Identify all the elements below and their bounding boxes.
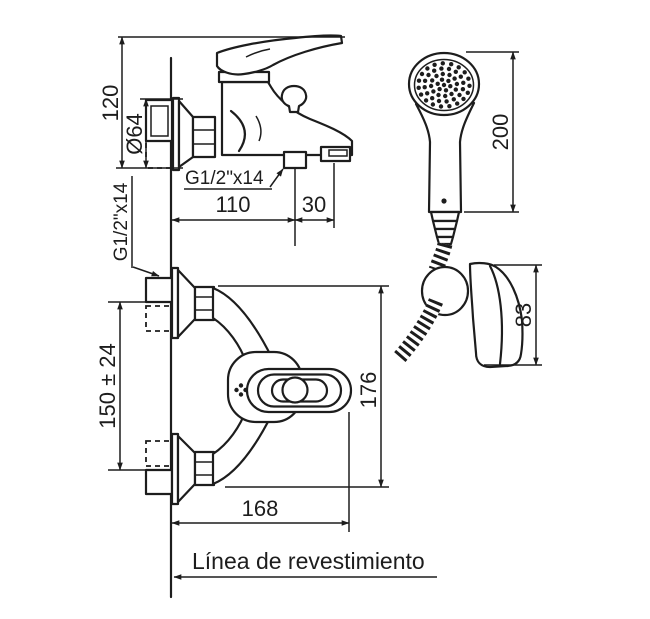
side-hose-outlet (282, 150, 308, 170)
front-lower-cone (176, 434, 197, 504)
wall-reference-label: Línea de revestimiento (192, 548, 425, 574)
side-spout-aerator-inner (328, 149, 348, 157)
dim-176-label: 176 (356, 372, 381, 409)
dim-200-label: 200 (488, 114, 513, 151)
shower-handle (414, 101, 476, 214)
front-lever-button (281, 376, 309, 404)
dim-110-label: 110 (215, 192, 250, 217)
shower-pause-button (441, 198, 447, 204)
dim-64-label: Ø64 (122, 113, 147, 155)
side-body (220, 80, 354, 157)
front-upper-nut-wall (144, 276, 174, 304)
side-view-mixer (144, 34, 354, 172)
dim-30-label: 30 (302, 192, 326, 217)
front-view-mixer (144, 266, 353, 506)
side-escutcheon-cone (177, 99, 195, 169)
side-diverter-knob (280, 84, 308, 114)
front-upper-hex (193, 285, 216, 322)
dimension-lines: 120 Ø64 G1/2"x14 110 30 200 83 G1/2"x14 (95, 36, 542, 580)
front-lower-nut-wall (144, 468, 174, 496)
hose-ribbed-curved (393, 298, 443, 363)
thread-leader (269, 168, 284, 188)
hand-shower-set (393, 51, 524, 369)
side-body-arc (229, 109, 247, 153)
dim-150-label: 150 ± 24 (95, 343, 120, 428)
dim-83-label: 83 (511, 303, 536, 327)
front-lower-hex (193, 450, 216, 487)
hose-connector (429, 210, 461, 246)
dim-168-label: 168 (242, 496, 279, 521)
side-lever-crease (245, 48, 271, 58)
side-lever-handle (215, 34, 344, 76)
brand-logo-flower (234, 383, 248, 397)
bracket-cup-line (488, 264, 504, 366)
side-inlet-dashed (145, 140, 173, 169)
thread-label-front: G1/2"x14 (111, 182, 132, 261)
side-hex-nut (191, 115, 217, 159)
front-lower-dashed (145, 440, 173, 467)
dim-120-label: 120 (98, 85, 123, 122)
thread-leader-front (132, 266, 160, 277)
side-inlet-nut-inner (150, 105, 169, 137)
front-upper-dashed (145, 305, 173, 332)
thread-label-side: G1/2"x14 (185, 168, 264, 189)
bracket-holder (468, 261, 524, 369)
side-body-arc-small (255, 115, 262, 142)
shower-head-rim (413, 58, 475, 112)
spray-dots (416, 61, 472, 109)
front-upper-cone (176, 268, 197, 339)
side-spout-aerator (319, 145, 352, 163)
